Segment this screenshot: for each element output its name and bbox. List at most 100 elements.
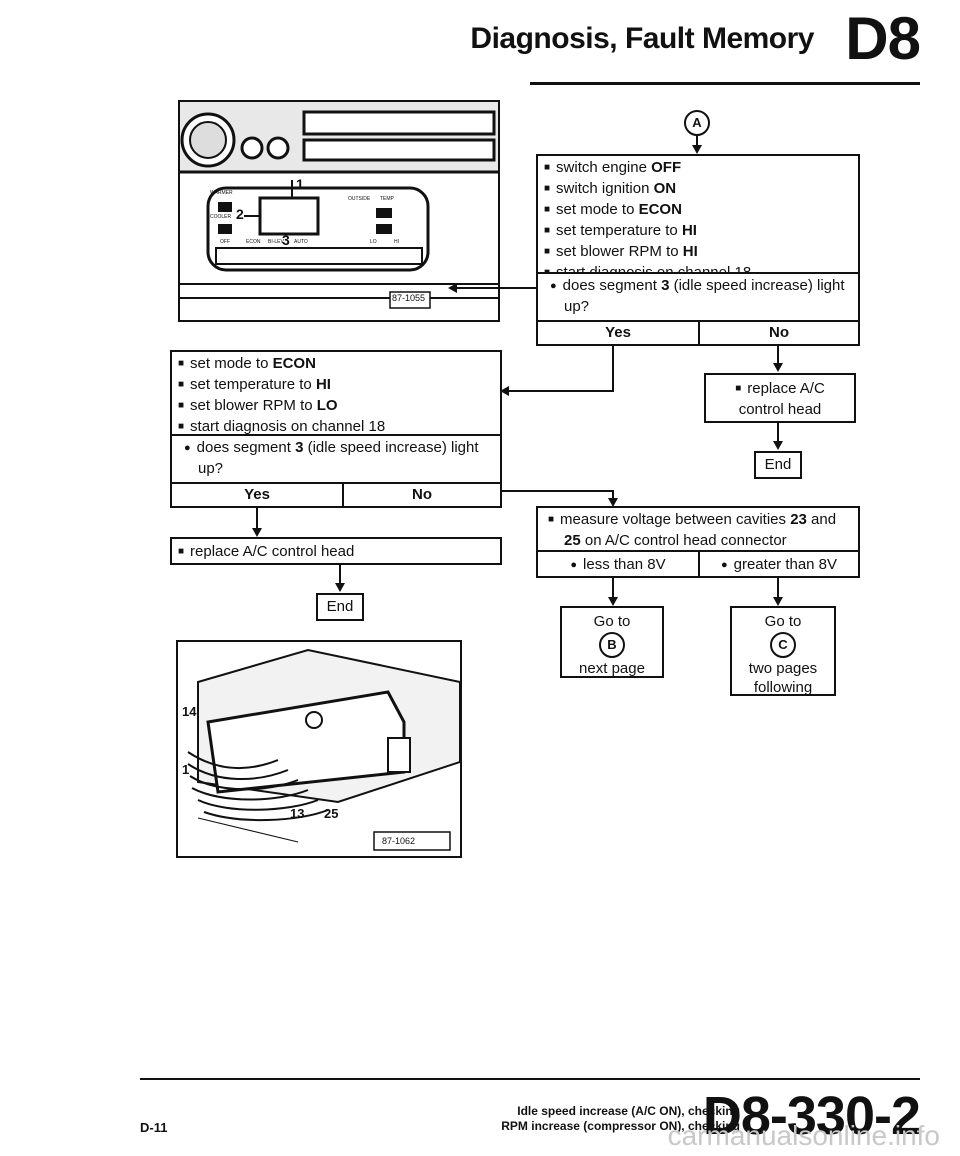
arrow-down [773,441,783,450]
goto-b-letter: B [599,632,625,658]
right-replace-line1: replace A/C [706,379,854,400]
greater-than-label: greater than 8V [700,555,858,576]
right-steps-list: switch engine OFF switch ignition ON set… [544,158,852,284]
connector-figure-label: 87-1062 [382,836,416,846]
goto-b-circle: B [562,632,662,658]
measure-text: measure voltage between cavities 23 and … [560,510,852,550]
footer-description: Idle speed increase (A/C ON), checking R… [501,1104,740,1134]
connector-line [256,508,258,530]
left-yes-label: Yes [244,486,270,503]
right-step-4: set temperature to HI [544,221,852,242]
connector-line [612,578,614,598]
footer-desc-line2: RPM increase (compressor ON), checking [501,1119,740,1133]
button-label-auto: AUTO [294,239,308,245]
button-label-temp: TEMP [380,196,394,202]
footer-page-code: D8-330-2 [702,1086,921,1146]
connector-a-letter: A [684,110,710,136]
left-replace-text: replace A/C control head [178,542,494,563]
arrow-down [252,528,262,537]
button-label-warmer: WARMER [210,190,233,196]
left-step-3: set blower RPM to LO [178,396,494,417]
pin-label-1: 1 [182,762,190,777]
left-steps-list: set mode to ECON set temperature to HI s… [178,354,494,438]
left-end-box: End [316,593,364,621]
arrow-down [773,363,783,372]
button-label-lo: LO [370,239,377,245]
connector-line [508,390,614,392]
arrow-left [500,386,509,396]
less-than-label: less than 8V [538,555,698,576]
left-step-2: set temperature to HI [178,375,494,396]
connector-line [777,578,779,598]
control-head-figure: 87-1055 1 2 3 WARMER COOLER OFF ECON BI-… [178,100,500,322]
right-end-box: End [754,451,802,479]
goto-b-box: Go to B next page [560,606,664,678]
right-question: does segment 3 (idle speed increase) lig… [563,276,852,316]
goto-c-line1: Go to [764,613,802,630]
panel-label-1: 1 [296,176,304,192]
arrow-down [692,145,702,154]
right-no-label: No [769,324,789,341]
goto-c-letter: C [770,632,796,658]
button-label-outside: OUTSIDE [348,196,371,202]
right-replace-box: replace A/C control head [704,373,856,423]
connector-figure: 87-1062 14 1 13 25 [176,640,462,858]
divider [342,484,344,506]
measure-result-row: less than 8V greater than 8V [536,550,860,578]
footer-page-number: D-11 [140,1120,168,1135]
header-rule [530,82,920,85]
left-step-4: start diagnosis on channel 18 [178,417,494,438]
arrow-down [608,498,618,507]
page-section-code: D8 [845,5,921,72]
right-step-5: set blower RPM to HI [544,242,852,263]
button-label-econ: ECON [246,239,261,245]
goto-b-line1: Go to [593,613,631,630]
arrow-down [773,597,783,606]
button-label-bilev: BI-LEV [268,239,284,245]
connector-line [612,346,614,392]
pin-label-25: 25 [324,806,339,821]
panel-label-3: 3 [282,232,290,248]
goto-c-line3: following [753,679,813,696]
divider [698,322,700,344]
connector-line [500,490,614,492]
left-replace-box: replace A/C control head [170,537,502,565]
pin-label-14: 14 [182,704,197,719]
left-steps-box: set mode to ECON set temperature to HI s… [170,350,502,436]
figure-label: 87-1055 [392,293,426,303]
button-label-off: OFF [220,239,230,245]
right-step-2: switch ignition ON [544,179,852,200]
goto-b-line2: next page [579,660,645,677]
left-yes-no-row: Yes No [170,482,502,508]
left-step-1: set mode to ECON [178,354,494,375]
goto-c-circle: C [732,632,834,658]
right-question-box: does segment 3 (idle speed increase) lig… [536,272,860,322]
goto-c-box: Go to C two pages following [730,606,836,696]
page-section-title: Diagnosis, Fault Memory [470,22,814,55]
button-label-cooler: COOLER [210,214,232,220]
watermark: carmanualsonline.info [667,1120,940,1151]
footer-rule [140,1078,920,1080]
pin-label-13: 13 [290,806,305,821]
goto-c-line2: two pages [748,660,818,677]
panel-label-2: 2 [236,206,244,222]
connector-line [696,136,698,146]
arrow-left [448,283,457,293]
connector-line [777,346,779,364]
right-steps-box: switch engine OFF switch ignition ON set… [536,154,860,281]
arrow-down [335,583,345,592]
footer-desc-line1: Idle speed increase (A/C ON), checking [517,1104,740,1118]
control-head-illustration [180,102,498,320]
button-label-hi: HI [394,239,399,245]
measure-box: measure voltage between cavities 23 and … [536,506,860,552]
left-no-label: No [412,486,432,503]
arrow-down [608,597,618,606]
connector-line [339,565,341,585]
left-question: does segment 3 (idle speed increase) lig… [197,438,494,478]
right-replace-line2: control head [738,401,822,418]
connector-illustration [178,642,460,856]
right-step-3: set mode to ECON [544,200,852,221]
left-question-box: does segment 3 (idle speed increase) lig… [170,434,502,484]
right-step-1: switch engine OFF [544,158,852,179]
right-yes-no-row: Yes No [536,320,860,346]
